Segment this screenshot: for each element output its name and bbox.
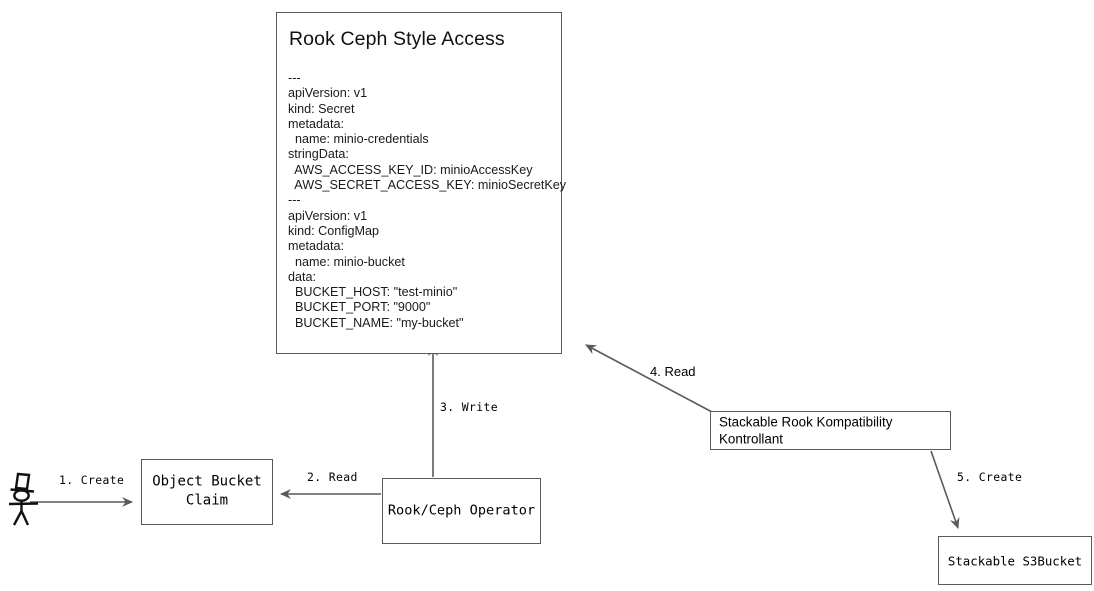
node-label: Stackable S3Bucket [947,552,1083,568]
actor-stick-figure-icon [8,472,39,526]
node-object-bucket-claim[interactable]: Object Bucket Claim [141,459,273,525]
node-stackable-rook-kompatibility-kontrollant[interactable]: Stackable Rook Kompatibility Kontrollant [710,411,951,450]
edge-5-create [930,450,960,529]
node-label: Object Bucket Claim [152,473,262,509]
edge-label-4-read: 4. Read [650,364,696,379]
yaml-card-title: Rook Ceph Style Access [289,28,505,50]
yaml-card: Rook Ceph Style Access --- apiVersion: v… [276,12,567,354]
edge-label-1-create: 1. Create [59,473,125,487]
node-label: Stackable Rook Kompatibility Kontrollant [719,414,893,447]
node-stackable-s3bucket[interactable]: Stackable S3Bucket [938,536,1092,585]
node-rook-ceph-operator[interactable]: Rook/Ceph Operator [382,478,541,544]
edge-label-2-read: 2. Read [307,470,358,484]
edge-label-5-create: 5. Create [957,470,1023,484]
yaml-card-body: --- apiVersion: v1 kind: Secret metadata… [288,71,567,330]
node-label: Rook/Ceph Operator [387,502,536,519]
edge-label-3-write: 3. Write [440,400,499,414]
